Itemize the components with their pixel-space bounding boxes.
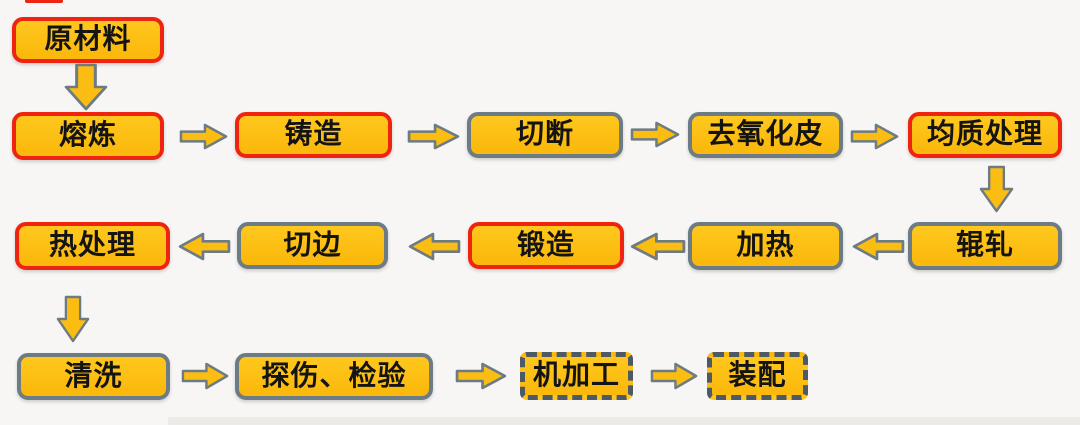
node-label: 锻造 — [516, 228, 575, 260]
node-label: 装配 — [728, 359, 787, 390]
node-label: 熔炼 — [58, 119, 117, 150]
node-cutting: 切断 — [467, 112, 623, 158]
arrow-cutting-to-descaling-right-icon — [630, 121, 680, 148]
arrow-casting-to-cutting-right-icon — [407, 123, 460, 150]
arrow-heat-treatment-to-cleaning-down-icon — [56, 295, 90, 343]
node-descaling: 去氧化皮 — [688, 112, 843, 158]
node-label: 切边 — [283, 228, 342, 260]
node-forging: 锻造 — [468, 222, 624, 269]
arrow-forging-to-trimming-left-icon — [408, 232, 461, 261]
arrow-smelting-to-casting-right-icon — [179, 123, 228, 150]
node-label: 热处理 — [48, 229, 136, 260]
arrow-heating-to-forging-left-icon — [630, 232, 686, 261]
node-label: 探伤、检验 — [261, 359, 407, 391]
node-heat-treatment: 热处理 — [15, 222, 170, 270]
arrow-cleaning-to-inspection-right-icon — [181, 362, 229, 390]
node-label: 辊轧 — [955, 229, 1014, 260]
node-label: 去氧化皮 — [707, 118, 824, 149]
node-cleaning: 清洗 — [17, 353, 170, 400]
bottom-edge-band — [168, 417, 1080, 425]
node-label: 原材料 — [44, 23, 132, 54]
node-machining: 机加工 — [520, 352, 633, 400]
node-label: 切断 — [515, 118, 574, 149]
arrow-trimming-to-heat-treatment-left-icon — [178, 232, 231, 261]
node-homogenizing: 均质处理 — [908, 112, 1062, 158]
node-heating: 加热 — [688, 222, 843, 270]
arrow-machining-to-assembly-right-icon — [650, 362, 698, 390]
arrow-homogenizing-to-rolling-down-icon — [979, 165, 1014, 213]
node-label: 机加工 — [532, 359, 620, 390]
node-trimming: 切边 — [237, 222, 388, 269]
node-inspection: 探伤、检验 — [235, 353, 433, 400]
node-assembly: 装配 — [707, 352, 808, 400]
arrow-rolling-to-heating-left-icon — [852, 232, 905, 261]
node-label: 加热 — [736, 229, 795, 260]
node-smelting: 熔炼 — [12, 112, 164, 160]
node-label: 均质处理 — [926, 118, 1043, 149]
arrow-descaling-to-homogenizing-right-icon — [850, 123, 899, 150]
cropped-shape-artifact — [25, 0, 63, 3]
node-rolling: 辊轧 — [908, 222, 1062, 270]
node-raw-material: 原材料 — [12, 17, 164, 63]
arrow-raw-material-to-smelting-down-icon — [64, 63, 108, 111]
node-label: 铸造 — [284, 118, 343, 149]
arrow-inspection-to-machining-right-icon — [455, 362, 507, 390]
node-label: 清洗 — [64, 359, 123, 391]
node-casting: 铸造 — [235, 112, 392, 158]
